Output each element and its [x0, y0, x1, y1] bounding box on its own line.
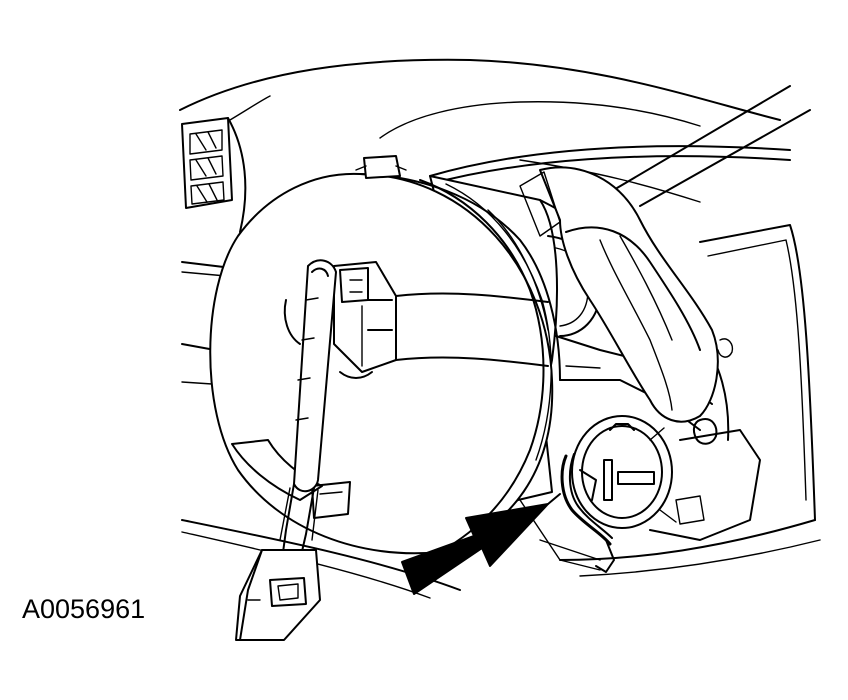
figure-id-label: A0056961: [22, 594, 146, 624]
turn-signal-stalk: [519, 166, 719, 423]
lock-clip: [539, 453, 615, 573]
harness-plug: [235, 549, 321, 641]
ignition-lock-ring: [571, 415, 677, 529]
dashboard-outline: [179, 58, 816, 521]
clockspring-connector: [333, 261, 549, 373]
wire-harness: [279, 259, 337, 561]
pointer-arrow: [401, 493, 561, 595]
air-vent: [181, 117, 247, 233]
